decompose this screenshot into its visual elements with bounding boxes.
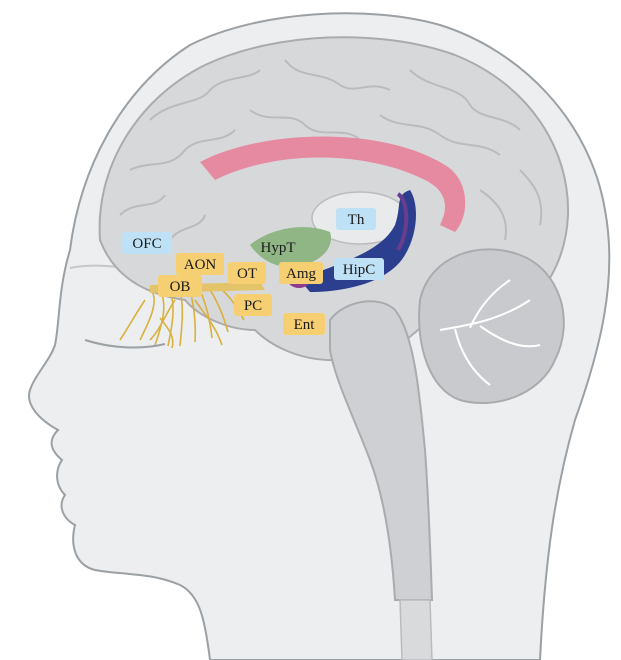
cerebellum — [419, 249, 564, 403]
label-hipc-text: HipC — [343, 262, 376, 278]
label-ent: Ent — [283, 313, 325, 335]
label-th: Th — [336, 208, 376, 230]
label-th-text: Th — [348, 212, 365, 228]
label-ofc: OFC — [122, 232, 172, 254]
label-ob: OB — [158, 275, 202, 297]
label-hypt-text: HypT — [261, 240, 296, 256]
label-ob-text: OB — [170, 279, 191, 295]
label-aon-text: AON — [184, 257, 217, 273]
label-ofc-text: OFC — [132, 236, 161, 252]
label-hipc: HipC — [334, 258, 384, 280]
label-hypt: HypT — [255, 236, 301, 258]
label-ot-text: OT — [237, 266, 257, 282]
label-pc: PC — [234, 294, 272, 316]
label-pc-text: PC — [244, 298, 262, 314]
label-amg-text: Amg — [286, 266, 317, 282]
spinal-cord — [400, 600, 432, 660]
label-ent-text: Ent — [294, 317, 316, 333]
label-ot: OT — [228, 262, 266, 284]
label-aon: AON — [176, 253, 224, 275]
label-amg: Amg — [279, 262, 323, 284]
